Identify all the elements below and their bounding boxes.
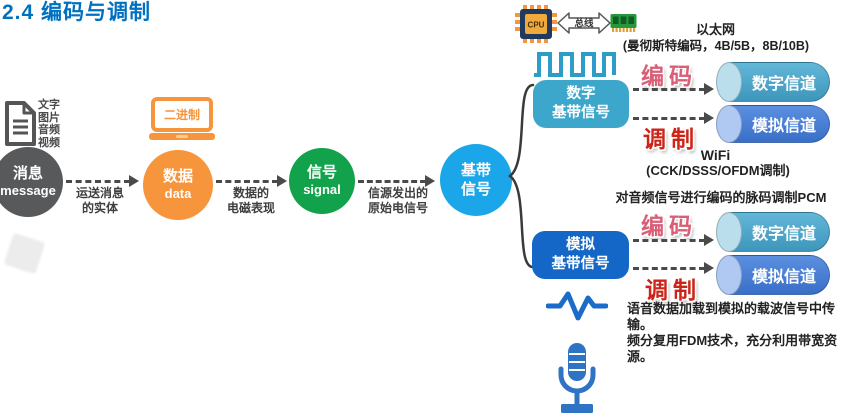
node-signal-label: 信号 [306,164,337,181]
message-types-label: 文字 图片 音频 视频 [38,99,60,149]
pcm-note: 对音频信号进行编码的脉码调制PCM [615,190,827,205]
node-message-label: 消息 [12,165,43,182]
square-wave-icon [534,52,616,77]
document-icon [5,101,36,146]
page-title: 2.4 编码与调制 [2,1,152,24]
analog-baseband-box: 模拟 基带信号 [532,231,629,279]
channel-label: 数字信道 [751,226,816,243]
cpu-label: CPU [528,21,545,30]
arrow-data-signal [216,175,287,187]
wifi-title: WiFi [700,147,731,163]
analog-encode-arrow [633,234,714,246]
arrow-message-data [66,175,139,187]
analog-wave-icon [546,291,608,321]
node-message: 消息 message [0,147,63,217]
digital-modulate-label: 调制 [643,126,699,152]
edge-label-2: 数据的 电磁表现 [226,186,275,215]
digital-digital-channel-cylinder: 数字信道 [716,62,830,102]
cylinder-cap [716,212,742,252]
cylinder-cap [716,255,742,295]
bus-label: 总线 [574,18,594,30]
binary-badge: 二进制 [163,108,200,122]
analog-modulate-arrow [633,262,714,274]
analog-analog-channel-cylinder: 模拟信道 [716,255,830,295]
analog-digital-channel-cylinder: 数字信道 [716,212,830,252]
analog-encode-label: 编码 [641,213,697,239]
channel-label: 数字信道 [751,76,816,93]
edge-label-1: 运送消息 的实体 [75,186,124,215]
cylinder-cap [716,62,742,102]
laptop-screen: 二进制 [151,97,213,132]
branch-brace [507,83,535,269]
node-message-sub: message [0,183,56,198]
node-baseband-sub: 信号 [460,181,491,198]
channel-label: 模拟信道 [751,118,816,135]
node-baseband: 基带 信号 [440,144,512,216]
wifi-detail: (CCK/DSSS/OFDM调制) [646,163,790,178]
channel-label: 模拟信道 [751,269,816,286]
digital-encode-arrow [633,83,714,95]
ram-icon [610,14,637,32]
node-baseband-label: 基带 [460,162,491,179]
node-signal-sub: signal [303,182,341,197]
node-data-label: 数据 [162,168,193,185]
edge-label-3: 信源发出的 原始电信号 [367,186,428,215]
cpu-chip-icon: CPU [515,5,557,43]
laptop-base [149,133,215,140]
digital-modulate-arrow [633,112,714,124]
ethernet-detail: (曼彻斯特编码，4B/5B，8B/10B) [622,39,810,53]
digital-analog-channel-cylinder: 模拟信道 [716,105,830,143]
node-data: 数据 data [143,150,213,220]
bus-arrow-icon: 总线 [557,12,611,34]
node-data-sub: data [164,186,192,201]
digital-encode-label: 编码 [641,63,697,89]
node-signal: 信号 signal [289,148,355,214]
arrow-signal-baseband [358,175,435,187]
watermark-shape [3,232,46,275]
digital-baseband-box: 数字 基带信号 [533,80,629,128]
cylinder-cap [716,105,742,143]
analog-modulate-label: 调制 [645,277,701,303]
ethernet-title: 以太网 [695,22,735,37]
microphone-icon [558,343,596,413]
binary-laptop-icon: 二进制 [149,97,215,140]
fdm-note: 语音数据加载到模拟的载波信号中传输。 频分复用FDM技术，充分利用带宽资源。 [627,301,838,364]
